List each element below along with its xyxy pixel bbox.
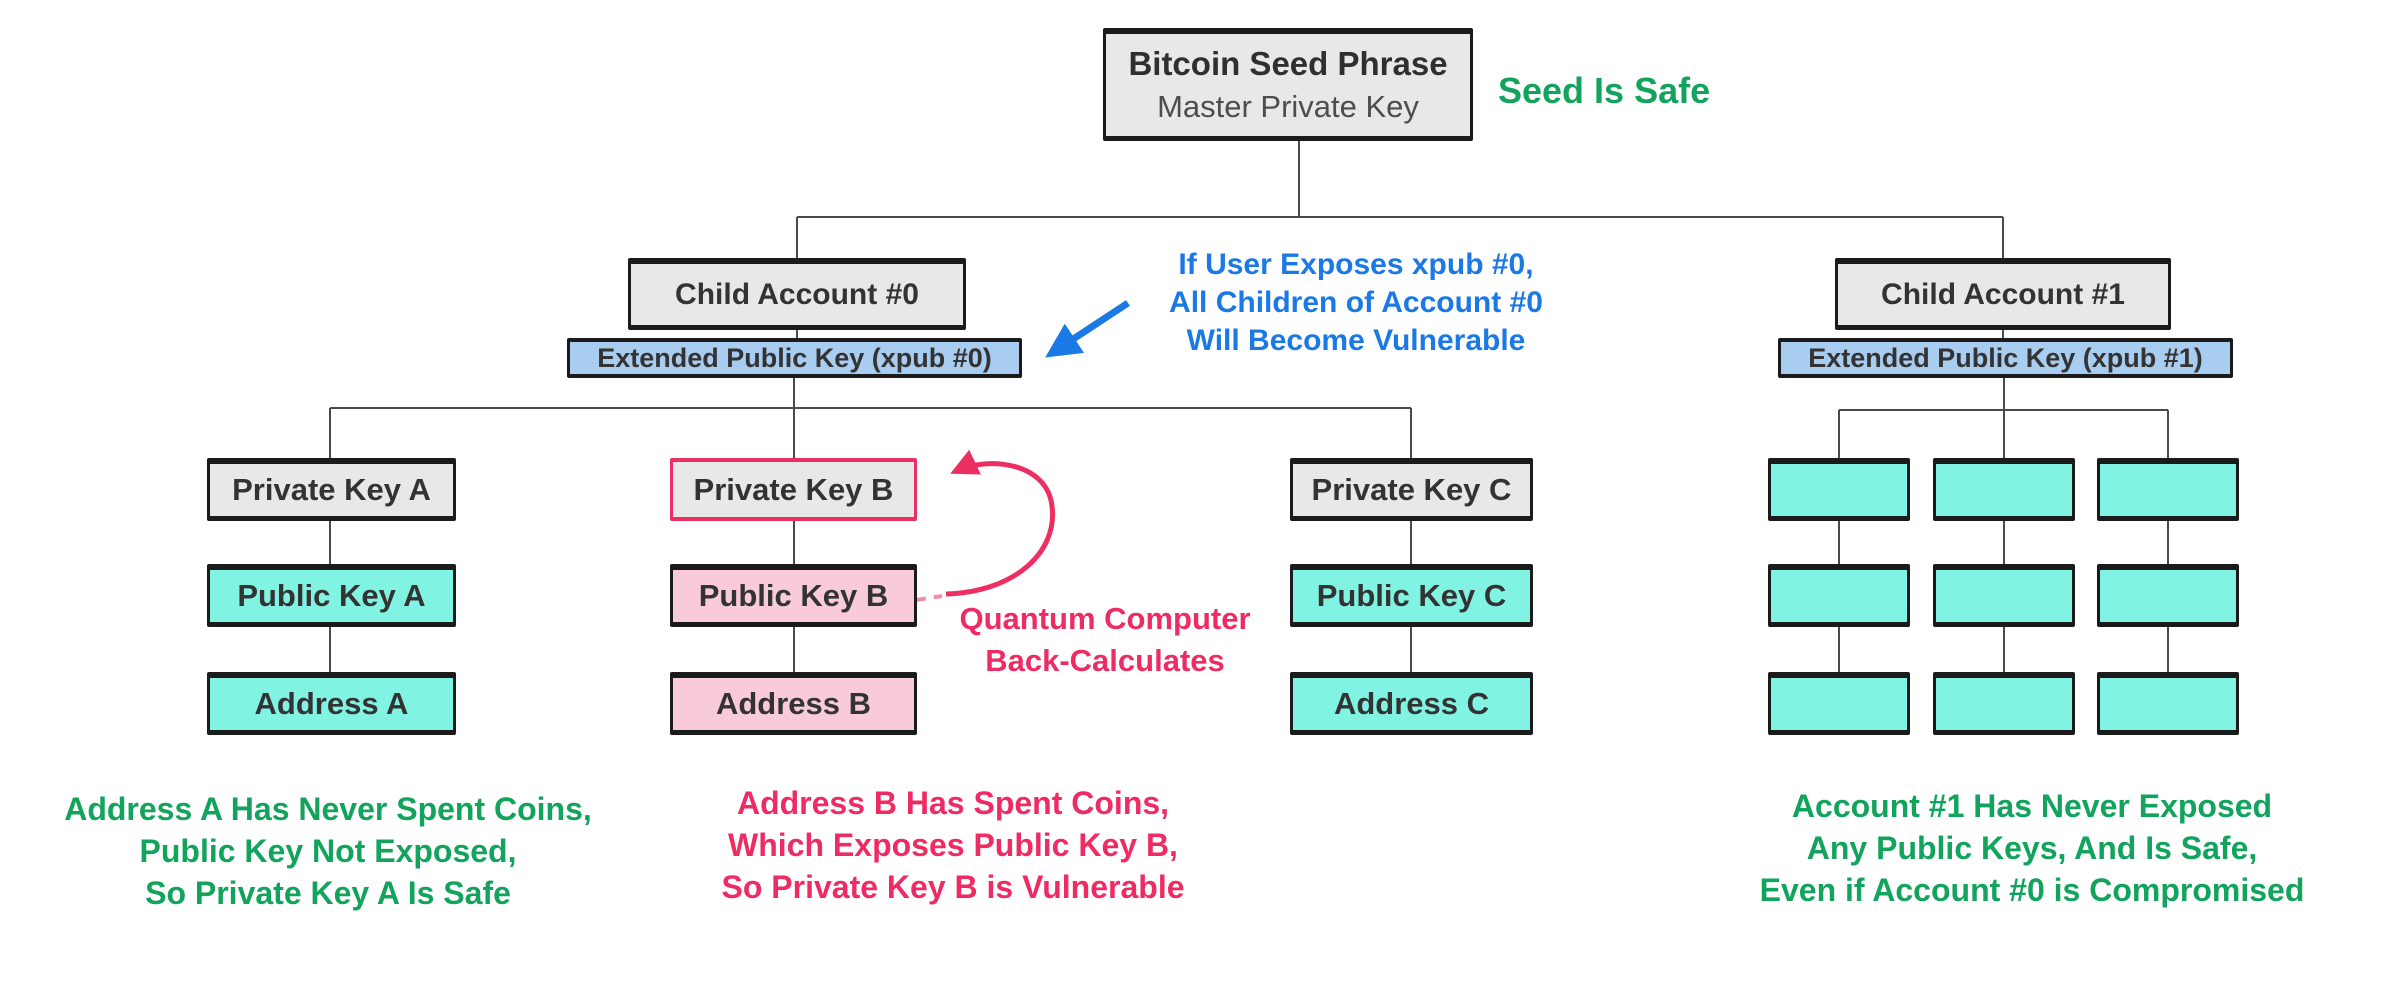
account1-grid-box: [2097, 564, 2239, 627]
node-public-key-c: Public Key C: [1290, 564, 1533, 627]
node-child-account-1: Child Account #1: [1835, 258, 2171, 330]
account1-grid-box: [1768, 672, 1910, 735]
xpub-warning-note: If User Exposes xpub #0, All Children of…: [1169, 248, 1543, 357]
node-private-key-a: Private Key A: [207, 458, 456, 521]
quantum-arrow-tail: [915, 594, 943, 602]
xpub-warning-arrow: [1045, 300, 1130, 358]
account1-grid-box: [1768, 564, 1910, 627]
node-public-key-b: Public Key B: [670, 564, 917, 627]
tree-lines: [329, 141, 2169, 672]
node-master-seed: Bitcoin Seed Phrase Master Private Key: [1103, 28, 1473, 141]
account1-grid-box: [1933, 564, 2075, 627]
node-address-c: Address C: [1290, 672, 1533, 735]
node-xpub-0: Extended Public Key (xpub #0): [567, 338, 1022, 378]
master-title: Bitcoin Seed Phrase: [1128, 44, 1448, 82]
quantum-arrow: [945, 449, 1056, 597]
account1-grid-box: [2097, 672, 2239, 735]
node-private-key-b: Private Key B: [670, 458, 917, 521]
master-subtitle: Master Private Key: [1157, 89, 1419, 125]
node-address-b: Address B: [670, 672, 917, 735]
node-child-account-0: Child Account #0: [628, 258, 966, 330]
node-address-a: Address A: [207, 672, 456, 735]
node-xpub-1: Extended Public Key (xpub #1): [1778, 338, 2233, 378]
node-private-key-c: Private Key C: [1290, 458, 1533, 521]
account1-grid-box: [1768, 458, 1910, 521]
seed-safe-label: Seed Is Safe: [1498, 70, 1711, 111]
address-b-note: Address B Has Spent Coins, Which Exposes…: [721, 785, 1185, 905]
node-public-key-a: Public Key A: [207, 564, 456, 627]
account1-grid-box: [1933, 672, 2075, 735]
address-a-note: Address A Has Never Spent Coins, Public …: [64, 791, 592, 911]
account1-grid-box: [1933, 458, 2075, 521]
account1-note: Account #1 Has Never Exposed Any Public …: [1759, 788, 2305, 908]
quantum-note: Quantum Computer Back-Calculates: [959, 601, 1251, 678]
account1-grid-box: [2097, 458, 2239, 521]
